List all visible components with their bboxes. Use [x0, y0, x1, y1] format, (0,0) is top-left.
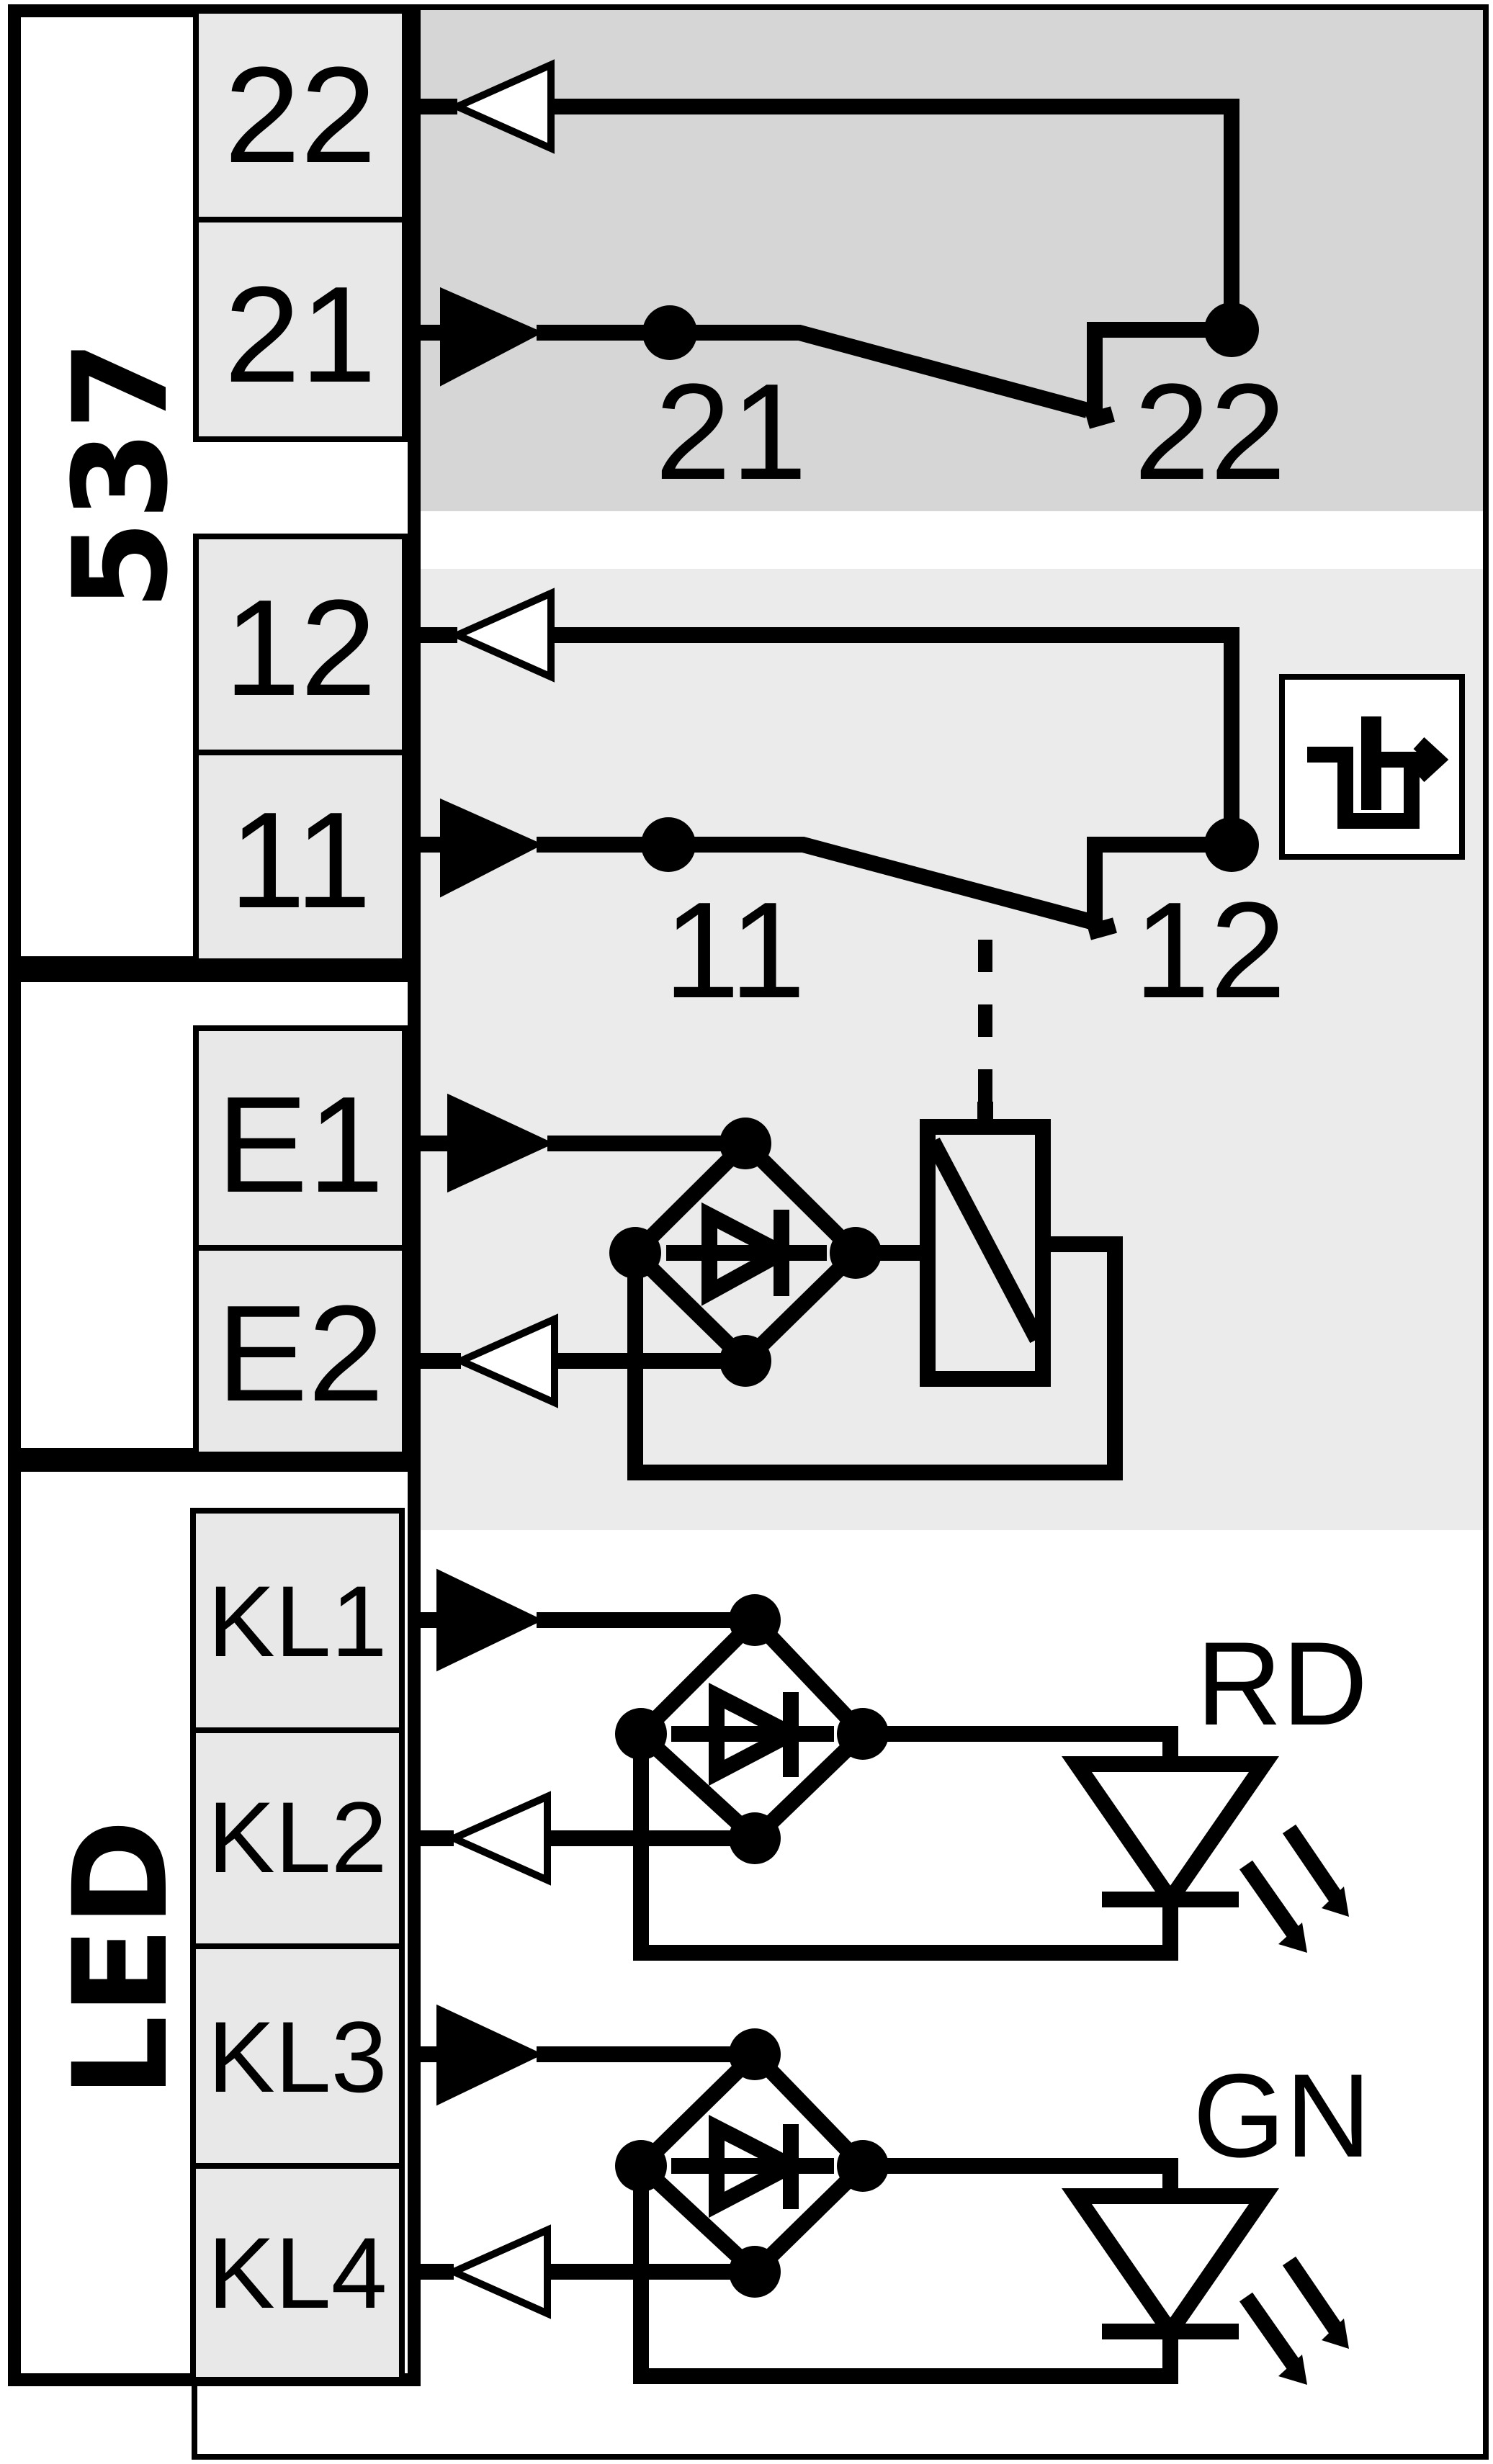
contact-21-label: 21: [655, 356, 807, 508]
terminal-e2: [193, 1245, 408, 1457]
contact-11-12: 11 12: [414, 588, 1465, 1123]
terminal-22-label: 22: [224, 39, 376, 192]
function-symbol-icon: [1279, 674, 1465, 860]
terminal-kl2-label: KL2: [207, 1781, 387, 1894]
zone-contact-21-22: [414, 7, 1486, 511]
terminal-kl3-label: KL3: [207, 2000, 387, 2113]
input-arrow-21: [440, 287, 544, 387]
terminal-21-label: 21: [224, 258, 376, 411]
coil-circuit: [414, 1093, 1123, 1480]
input-arrow-kl3: [436, 2004, 544, 2106]
led-red-label: RD: [1196, 1617, 1368, 1750]
contact-12-label: 12: [1134, 874, 1286, 1027]
terminal-21: [193, 217, 408, 442]
terminal-strip: 22 21 12 11 E1 E2 KL1 KL2 KL3 KL4: [190, 8, 408, 2383]
terminal-kl4: [190, 2163, 405, 2383]
terminal-12-label: 12: [224, 572, 376, 724]
terminal-11-label: 11: [229, 784, 371, 937]
terminal-kl1-label: KL1: [207, 1565, 387, 1678]
rectifier-bridge-icon: [615, 1594, 889, 1864]
output-arrow-kl2: [444, 1791, 551, 1886]
led-gn-circuit: GN: [412, 2004, 1371, 2385]
rectifier-bridge-icon: [609, 1118, 882, 1387]
output-arrow-kl4: [444, 2224, 551, 2319]
terminal-e1-label: E1: [217, 1069, 384, 1221]
terminal-e2-label: E2: [217, 1277, 384, 1430]
led-green-icon: [1062, 2188, 1349, 2385]
rectifier-bridge-icon: [615, 2028, 889, 2298]
led-red-icon: [1062, 1756, 1349, 1953]
module-label: 537: [46, 340, 197, 611]
terminal-11: [193, 750, 408, 964]
terminal-kl2: [190, 1727, 405, 1949]
contact-11-label: 11: [663, 874, 805, 1027]
terminal-kl1: [190, 1508, 405, 1733]
relay-coil-icon: [920, 1102, 1051, 1387]
led-green-label: GN: [1193, 2049, 1371, 2182]
led-label: LED: [46, 1819, 197, 2097]
input-arrow-e1: [447, 1093, 555, 1193]
terminal-kl4-label: KL4: [207, 2216, 387, 2329]
contact-21-22: 21 22: [414, 59, 1286, 508]
input-arrow-11: [440, 798, 544, 898]
led-rd-circuit: RD: [412, 1568, 1368, 1961]
contact-22-label: 22: [1134, 356, 1286, 508]
input-arrow-kl1: [436, 1568, 544, 1672]
